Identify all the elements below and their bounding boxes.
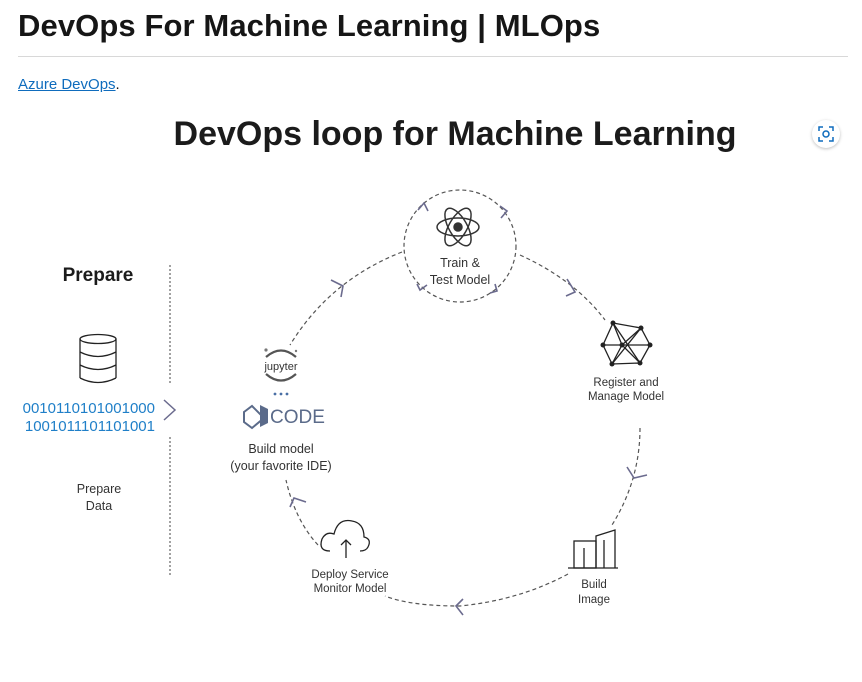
database-icon [79,333,117,384]
build-image-label-line1: Build [581,579,607,591]
build-image-label-line2: Image [578,594,610,606]
loop-arcs [285,251,641,607]
train-test-node: Train & Test Model [403,189,517,303]
mlops-diagram: DevOps loop for Machine Learning Train [23,115,737,616]
expand-icon [818,126,834,142]
title-divider [18,56,848,57]
prepare-heading: Prepare [63,265,134,286]
diagram-title: DevOps loop for Machine Learning [174,115,737,153]
arrowhead [626,466,648,479]
atom-icon [436,207,480,247]
build-model-label-line2: (your favorite IDE) [230,459,331,473]
vscode-wordmark: CODE [270,407,325,428]
loop-arrowheads [289,278,648,616]
arrowhead [565,278,577,297]
arrowhead [454,598,464,616]
prepare-panel: Prepare 0010110101001000 100101110110100… [23,265,177,576]
build-model-node: jupyter CODE Build model (your favorite … [230,348,332,473]
page-title: DevOps For Machine Learning | MLOps [18,8,601,43]
buildings-icon [568,529,618,569]
register-label-line1: Register and [593,377,658,389]
intro-suffix: . [115,76,120,93]
binary-line-2: 1001011101101001 [25,418,155,435]
arrowhead [289,497,307,508]
register-model-node: Register and Manage Model [588,320,664,403]
jupyter-logo: jupyter [263,348,298,396]
deploy-label-line2: Monitor Model [314,583,387,595]
train-label-line2: Test Model [430,273,490,287]
network-icon [600,320,653,367]
arrowhead [330,279,344,298]
deploy-label-line1: Deploy Service [311,569,388,581]
expand-image-button[interactable] [812,120,840,148]
train-label-line1: Train & [440,256,480,270]
vscode-logo: CODE [243,404,325,430]
prepare-data-line2: Data [86,499,112,513]
cloud-upload-icon [320,519,370,558]
build-model-label-line1: Build model [248,442,313,456]
deploy-node: Deploy Service Monitor Model [311,519,389,595]
binary-line-1: 0010110101001000 [23,400,155,417]
prepare-data-line1: Prepare [77,482,122,496]
intro-paragraph: Azure DevOps. [18,76,120,93]
register-label-line2: Manage Model [588,391,664,403]
prepare-arrow [163,399,177,421]
jupyter-wordmark: jupyter [263,361,297,373]
build-image-node: Build Image [568,529,618,606]
azure-devops-link[interactable]: Azure DevOps [18,76,116,93]
